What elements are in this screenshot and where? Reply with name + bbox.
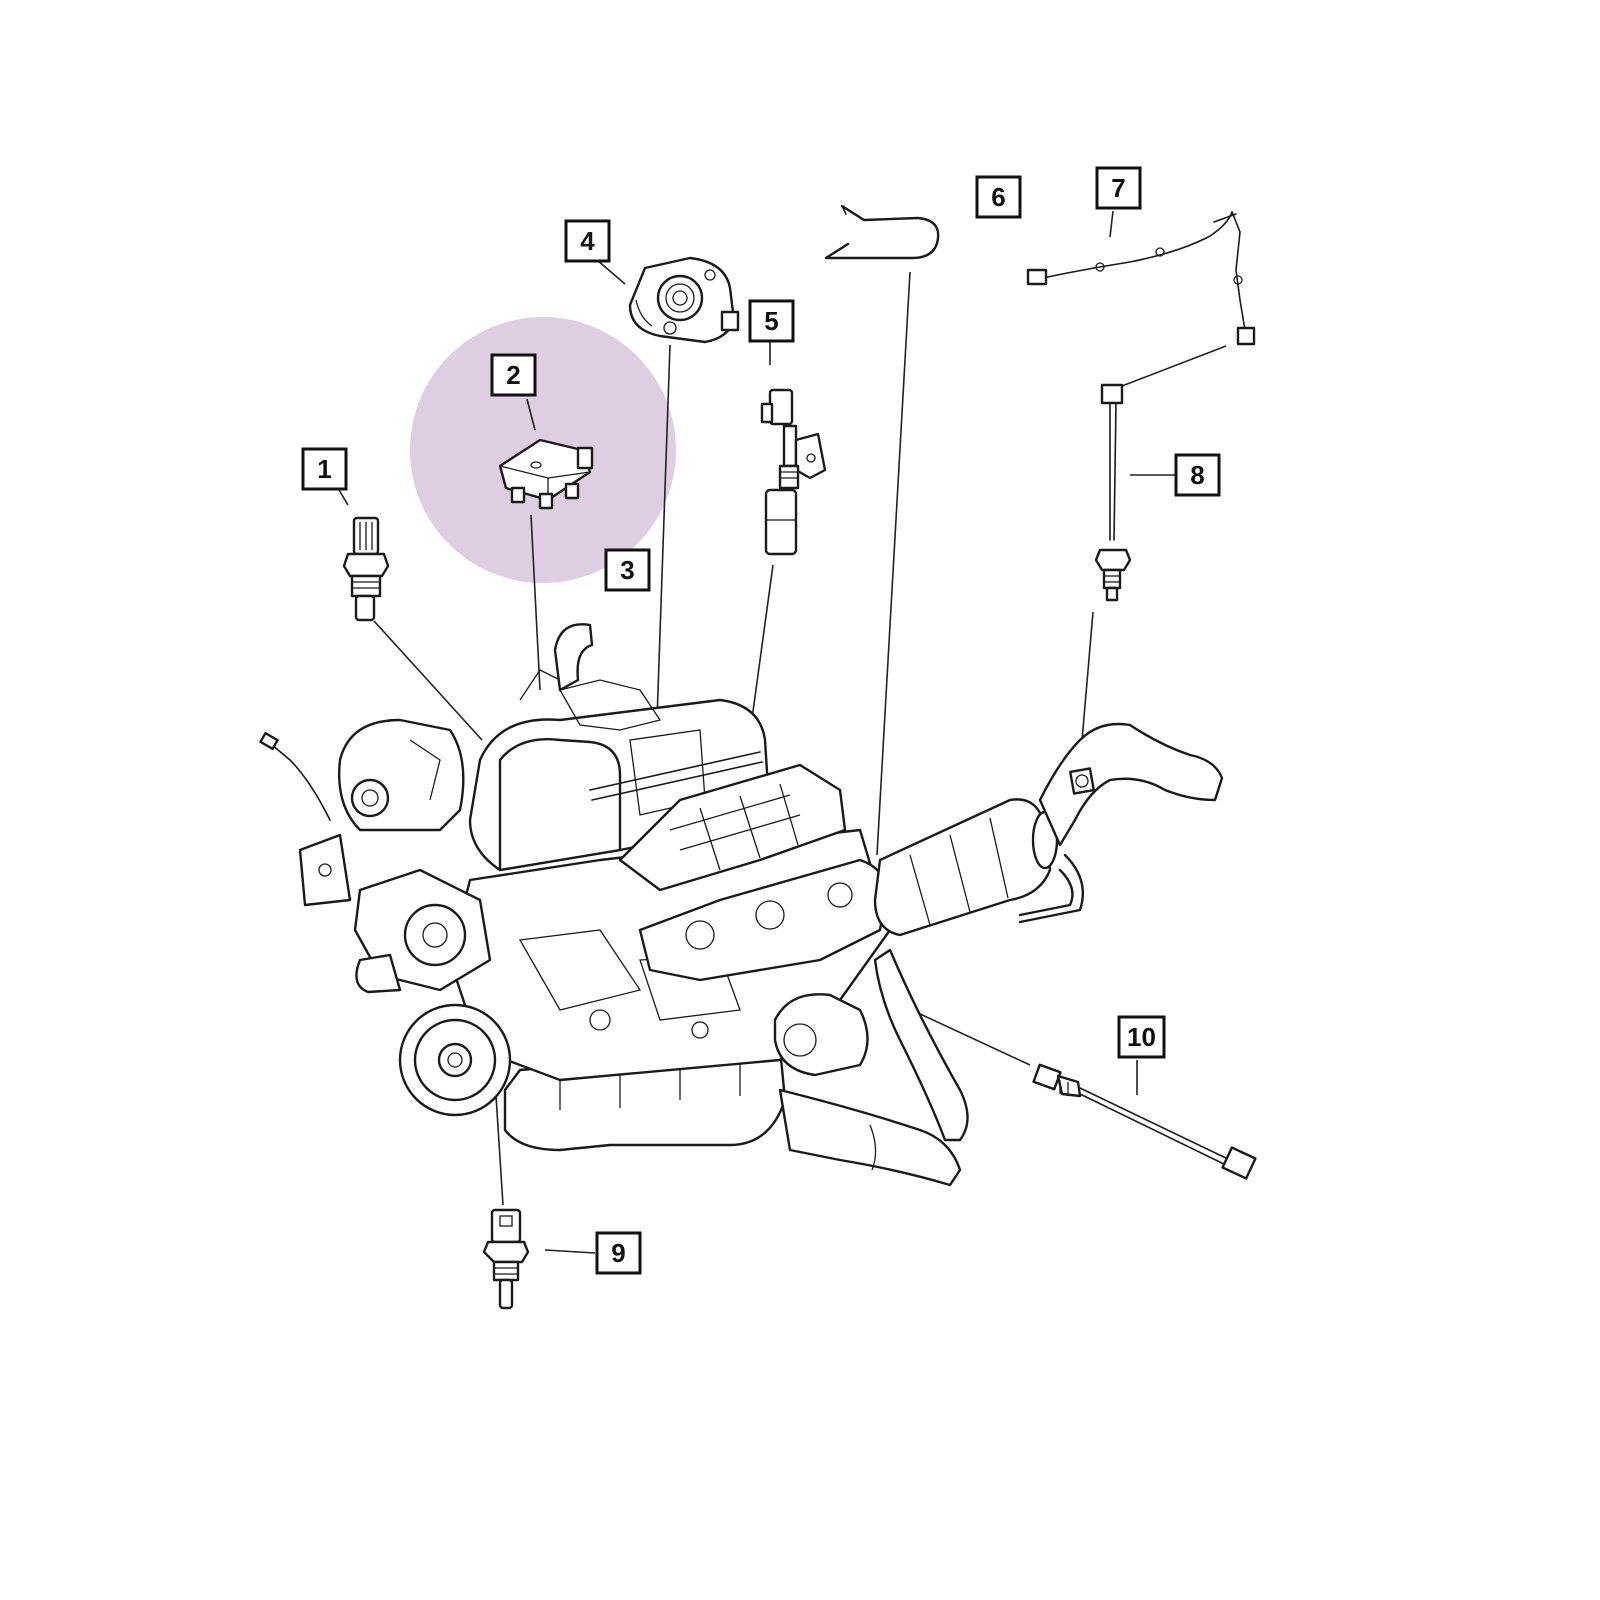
engine-assembly — [259, 623, 1224, 1187]
callout-2-label: 2 — [506, 360, 520, 390]
callout-6: 6 — [975, 175, 1022, 219]
callout-7: 7 — [1095, 166, 1142, 210]
part-9-intake-air-temp-sensor — [482, 1208, 530, 1310]
callout-10-label: 10 — [1127, 1022, 1156, 1052]
part-5-camshaft-sensor — [760, 388, 827, 556]
leader-lines — [338, 210, 1227, 1254]
part-1-coolant-temp-sensor — [342, 516, 390, 622]
callout-5: 5 — [748, 299, 795, 343]
callout-5-label: 5 — [764, 306, 778, 336]
callout-8: 8 — [1174, 453, 1221, 497]
callout-4-label: 4 — [580, 226, 595, 256]
callout-9-label: 9 — [611, 1238, 625, 1268]
part-8-oxygen-sensor — [1094, 383, 1132, 602]
part-7-wiring-harness — [1026, 211, 1256, 346]
part-2-map-sensor — [498, 438, 594, 510]
callout-1: 1 — [301, 447, 348, 491]
callout-4: 4 — [564, 219, 611, 263]
callout-6-label: 6 — [991, 182, 1005, 212]
part-6-retaining-clip — [824, 204, 940, 260]
callout-9: 9 — [595, 1231, 642, 1275]
part-4-throttle-sensor — [628, 256, 740, 344]
callout-2: 2 — [490, 353, 537, 397]
callout-10: 10 — [1117, 1015, 1166, 1059]
callout-1-label: 1 — [317, 454, 331, 484]
callout-3-label: 3 — [620, 555, 634, 585]
callout-8-label: 8 — [1190, 460, 1204, 490]
callout-3: 3 — [604, 548, 651, 592]
part-10-oxygen-sensor — [1032, 1063, 1257, 1180]
callout-7-label: 7 — [1111, 173, 1125, 203]
